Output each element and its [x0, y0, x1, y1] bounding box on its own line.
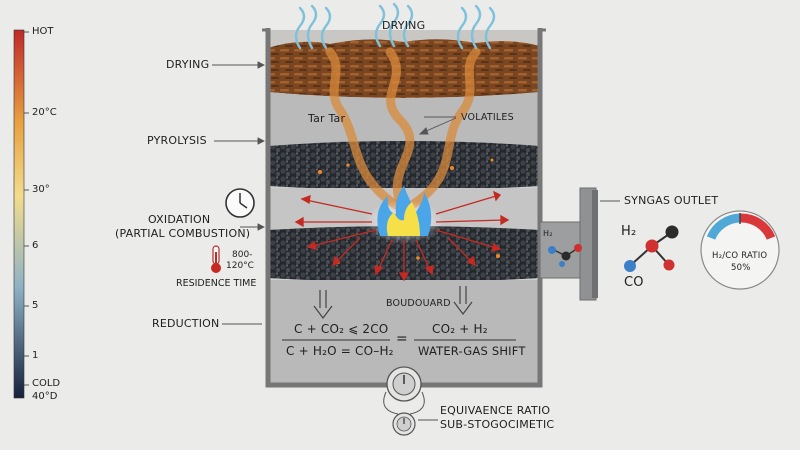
zone-label-oxidation: OXIDATION [148, 213, 211, 226]
boudouard-equation: C + CO₂ ⩽ 2CO [294, 322, 389, 336]
wood-chip-layer [268, 39, 540, 98]
oxidation-flame-icon [364, 186, 444, 244]
diagram-title: DRYING [382, 19, 426, 32]
syngas-outlet-pipe [539, 187, 598, 301]
h2-co-ratio-gauge [700, 210, 780, 290]
temperature-range-line2: 120°C [226, 261, 254, 271]
scale-cold-label: COLD [32, 378, 61, 389]
thermometer-icon [211, 245, 221, 273]
gauge-red-arc [739, 213, 776, 240]
scale-tick-label: 1 [32, 350, 39, 361]
scale-tick-marks [24, 31, 29, 386]
ratio-gauge-label: H₂/CO RATIO [712, 251, 768, 261]
zone-leader-lines [212, 61, 457, 325]
steam-wisps [294, 2, 496, 50]
scale-bottom-sublabel: 40°D [32, 391, 58, 402]
scale-tick-label: 20°C [32, 107, 57, 118]
syngas-outlet-label: SYNGAS OUTLET [624, 194, 719, 207]
zone-label-reduction: REDUCTION [152, 317, 220, 330]
reduction-flow-arrows [313, 286, 473, 319]
ratio-gauge-value: 50% [731, 263, 751, 273]
scale-tick-label: 6 [32, 240, 39, 251]
temperature-range-line1: 800- [232, 250, 253, 260]
pipe-molecule-icons [548, 244, 582, 267]
pipe-h2-label: H₂ [543, 229, 553, 238]
h2-label: H₂ [621, 224, 637, 239]
control-knob-icons [383, 366, 425, 436]
shift-equation: CO₂ + H₂ [432, 322, 488, 336]
heat-radiation-arrows [294, 190, 510, 282]
equivalence-ratio-label: EQUIVAENCE RATIO [440, 404, 551, 417]
co-label: CO [624, 275, 644, 290]
scale-hot-label: HOT [32, 26, 54, 37]
water-gas-equation: C + H₂O = CO–H₂ [286, 344, 394, 358]
boudouard-label: BOUDOUARD [386, 298, 451, 309]
zone-label-partial-combustion: (PARTIAL COMBUSTION) [115, 227, 251, 240]
scale-tick-label: 5 [32, 300, 39, 311]
residence-time-label: RESIDENCE TIME [176, 278, 257, 289]
glowing-embers [318, 158, 500, 270]
equation-equals-sign: = [396, 331, 408, 347]
zone-label-pyrolysis: PYROLYSIS [147, 134, 207, 147]
syngas-molecule-icon [624, 225, 679, 272]
zone-label-drying: DRYING [166, 58, 210, 71]
scale-tick-label: 30° [32, 184, 50, 195]
equivalence-ratio-sublabel: SUB-STOGOCIMETIC [440, 418, 555, 431]
temperature-scale-bar [13, 29, 25, 399]
volatiles-label: VOLATILES [461, 112, 514, 123]
gauge-blue-arc [706, 213, 741, 240]
water-gas-shift-label: WATER-GAS SHIFT [418, 344, 526, 358]
volatiles-plume [325, 47, 481, 215]
clock-icon [225, 188, 255, 218]
tar-label: Tar Tar [308, 112, 346, 125]
